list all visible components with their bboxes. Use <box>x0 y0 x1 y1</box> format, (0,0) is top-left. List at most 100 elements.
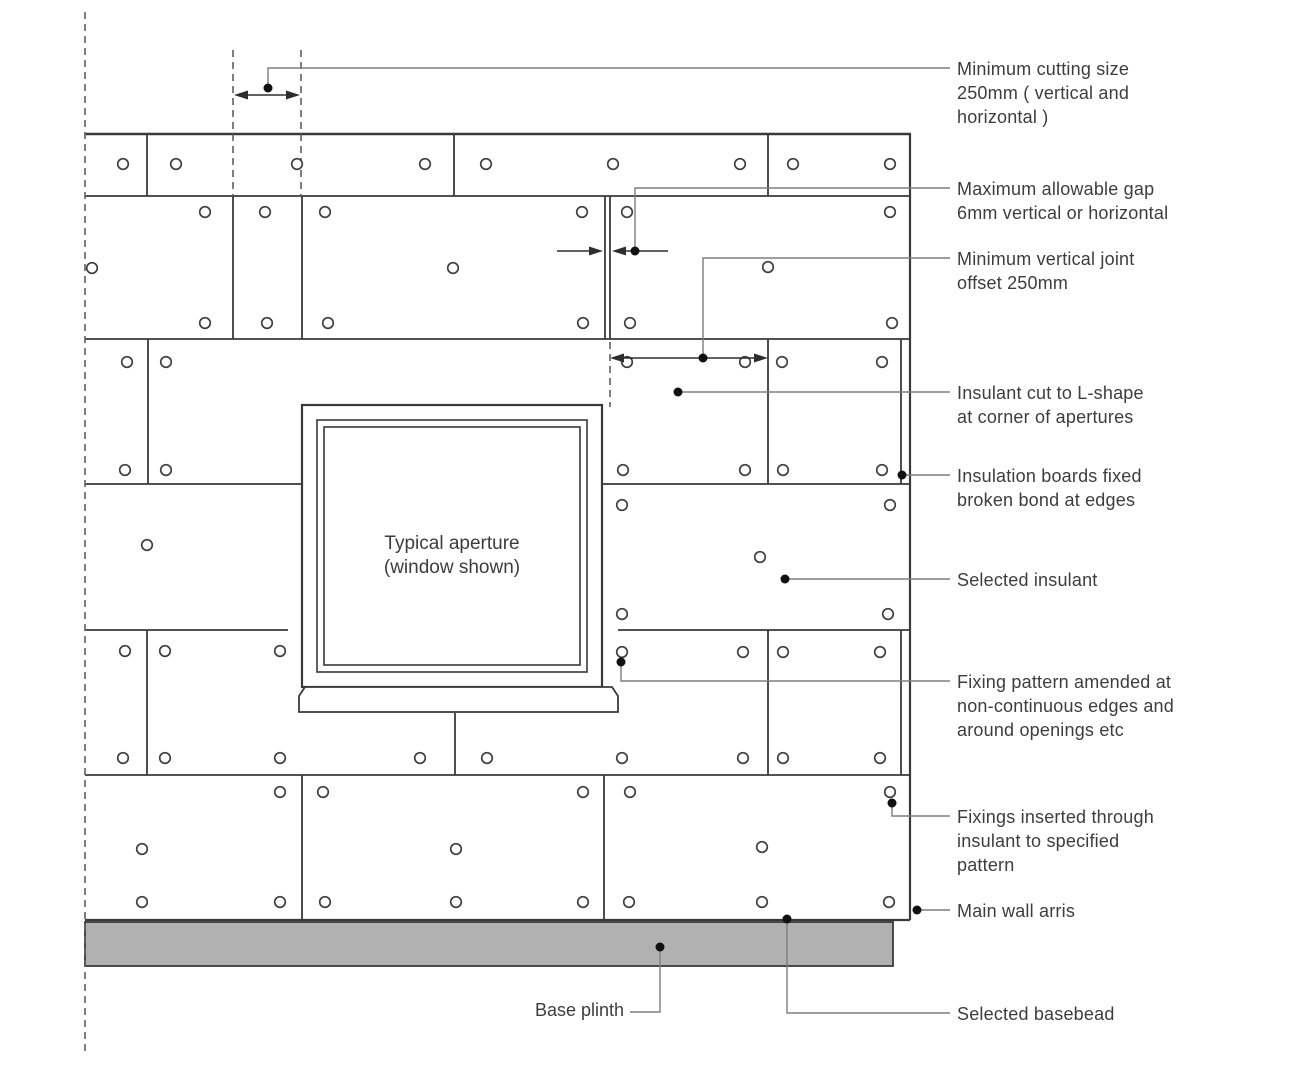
annotation-selected-basebead: Selected basebead <box>957 1002 1115 1026</box>
fixing-circle <box>140 538 154 552</box>
fixing-circle <box>576 785 590 799</box>
annotation-line: offset 250mm <box>957 273 1069 293</box>
fixing-circle <box>316 785 330 799</box>
dim-gap-left <box>557 246 603 256</box>
fixing-circle <box>413 751 427 765</box>
fixing-circle <box>258 205 272 219</box>
fixing-circle <box>606 157 620 171</box>
window-frame <box>300 403 604 689</box>
annotation-line: Minimum cutting size <box>957 59 1130 79</box>
fixing-circle <box>775 355 789 369</box>
fixing-circle <box>883 205 897 219</box>
fixing-circle <box>615 751 629 765</box>
fixing-circle <box>875 463 889 477</box>
annotation-line: Insulation boards fixed <box>957 466 1142 486</box>
fixing-circle <box>620 355 634 369</box>
annotation-line: Selected basebead <box>957 1004 1115 1024</box>
annotation-fixing-pattern: Fixing pattern amended at non-continuous… <box>957 670 1174 742</box>
fixing-circle <box>576 316 590 330</box>
annotation-line: at corner of apertures <box>957 407 1134 427</box>
leader-dot <box>780 574 790 584</box>
leader-dot <box>897 470 907 480</box>
leader-dots <box>263 83 922 952</box>
fixing-circle <box>260 316 274 330</box>
fixing-circle <box>159 463 173 477</box>
base-plinth <box>84 921 894 967</box>
leader-dot <box>616 657 626 667</box>
annotation-fixings-inserted: Fixings inserted through insulant to spe… <box>957 805 1154 877</box>
annotation-line: Minimum vertical joint <box>957 249 1135 269</box>
leader-dot <box>782 914 792 924</box>
fixing-circle <box>875 355 889 369</box>
leader-base-plinth <box>630 947 661 1013</box>
fixing-circle <box>761 260 775 274</box>
fixing-circle <box>120 355 134 369</box>
annotation-main-wall-arris: Main wall arris <box>957 899 1075 923</box>
leader-selected-basebead <box>786 919 950 1014</box>
annotation-min-joint-offset: Minimum vertical joint offset 250mm <box>957 247 1134 295</box>
fixing-circle <box>753 550 767 564</box>
fixing-circle <box>116 157 130 171</box>
annotation-broken-bond: Insulation boards fixed broken bond at e… <box>957 464 1142 512</box>
leader-dot <box>698 353 708 363</box>
fixing-circle <box>736 645 750 659</box>
fixing-circle <box>273 751 287 765</box>
fixing-circle <box>883 157 897 171</box>
dim-min-cutting-size <box>234 90 300 100</box>
fixing-circle <box>776 463 790 477</box>
leader-min-cutting-size <box>267 67 950 88</box>
annotation-line: pattern <box>957 855 1015 875</box>
fixing-circle <box>873 645 887 659</box>
fixing-circle <box>198 316 212 330</box>
fixing-circle <box>776 751 790 765</box>
leader-dot <box>655 942 665 952</box>
fixing-circle <box>85 261 99 275</box>
annotation-line: non-continuous edges and <box>957 696 1174 716</box>
fixing-circle <box>273 785 287 799</box>
annotation-l-shape-cut: Insulant cut to L-shape at corner of ape… <box>957 381 1144 429</box>
window-aperture-label: Typical aperture (window shown) <box>302 532 602 580</box>
fixing-circle <box>786 157 800 171</box>
gap-joint <box>604 196 611 339</box>
fixing-circle <box>446 261 460 275</box>
annotation-line: horizontal ) <box>957 107 1049 127</box>
fixing-circle <box>290 157 304 171</box>
window-sill <box>298 686 619 713</box>
fixing-circle <box>623 785 637 799</box>
annotation-line: Main wall arris <box>957 901 1076 921</box>
annotation-line: broken bond at edges <box>957 490 1136 510</box>
fixing-circle <box>116 751 130 765</box>
annotation-line: Maximum allowable gap <box>957 179 1155 199</box>
leader-lines <box>267 67 950 1014</box>
fixing-circles <box>85 157 899 909</box>
fixing-circle <box>873 751 887 765</box>
fixing-circle <box>615 607 629 621</box>
dashed-construction-lines <box>84 12 611 1056</box>
fixing-circle <box>733 157 747 171</box>
fixing-circle <box>135 842 149 856</box>
fixing-circle <box>318 205 332 219</box>
fixing-circle <box>135 895 149 909</box>
leader-fixing-pattern <box>620 662 950 682</box>
leader-dot <box>912 905 922 915</box>
fixing-circle <box>449 842 463 856</box>
fixing-circle <box>479 157 493 171</box>
fixing-circle <box>776 645 790 659</box>
fixing-circle <box>738 463 752 477</box>
annotation-line: Fixing pattern amended at <box>957 672 1172 692</box>
row-boundaries <box>85 195 910 776</box>
fixing-circle <box>736 751 750 765</box>
leader-dot <box>673 387 683 397</box>
annotation-line: insulant to specified <box>957 831 1120 851</box>
fixing-circle <box>883 785 897 799</box>
leader-dot <box>887 798 897 808</box>
fixing-circle <box>620 205 634 219</box>
fixing-circle <box>883 498 897 512</box>
fixing-circle <box>198 205 212 219</box>
fixing-circle <box>273 895 287 909</box>
annotation-line: around openings etc <box>957 720 1124 740</box>
window-aperture-label-line1: Typical aperture <box>384 533 520 554</box>
fixing-circle <box>881 607 895 621</box>
